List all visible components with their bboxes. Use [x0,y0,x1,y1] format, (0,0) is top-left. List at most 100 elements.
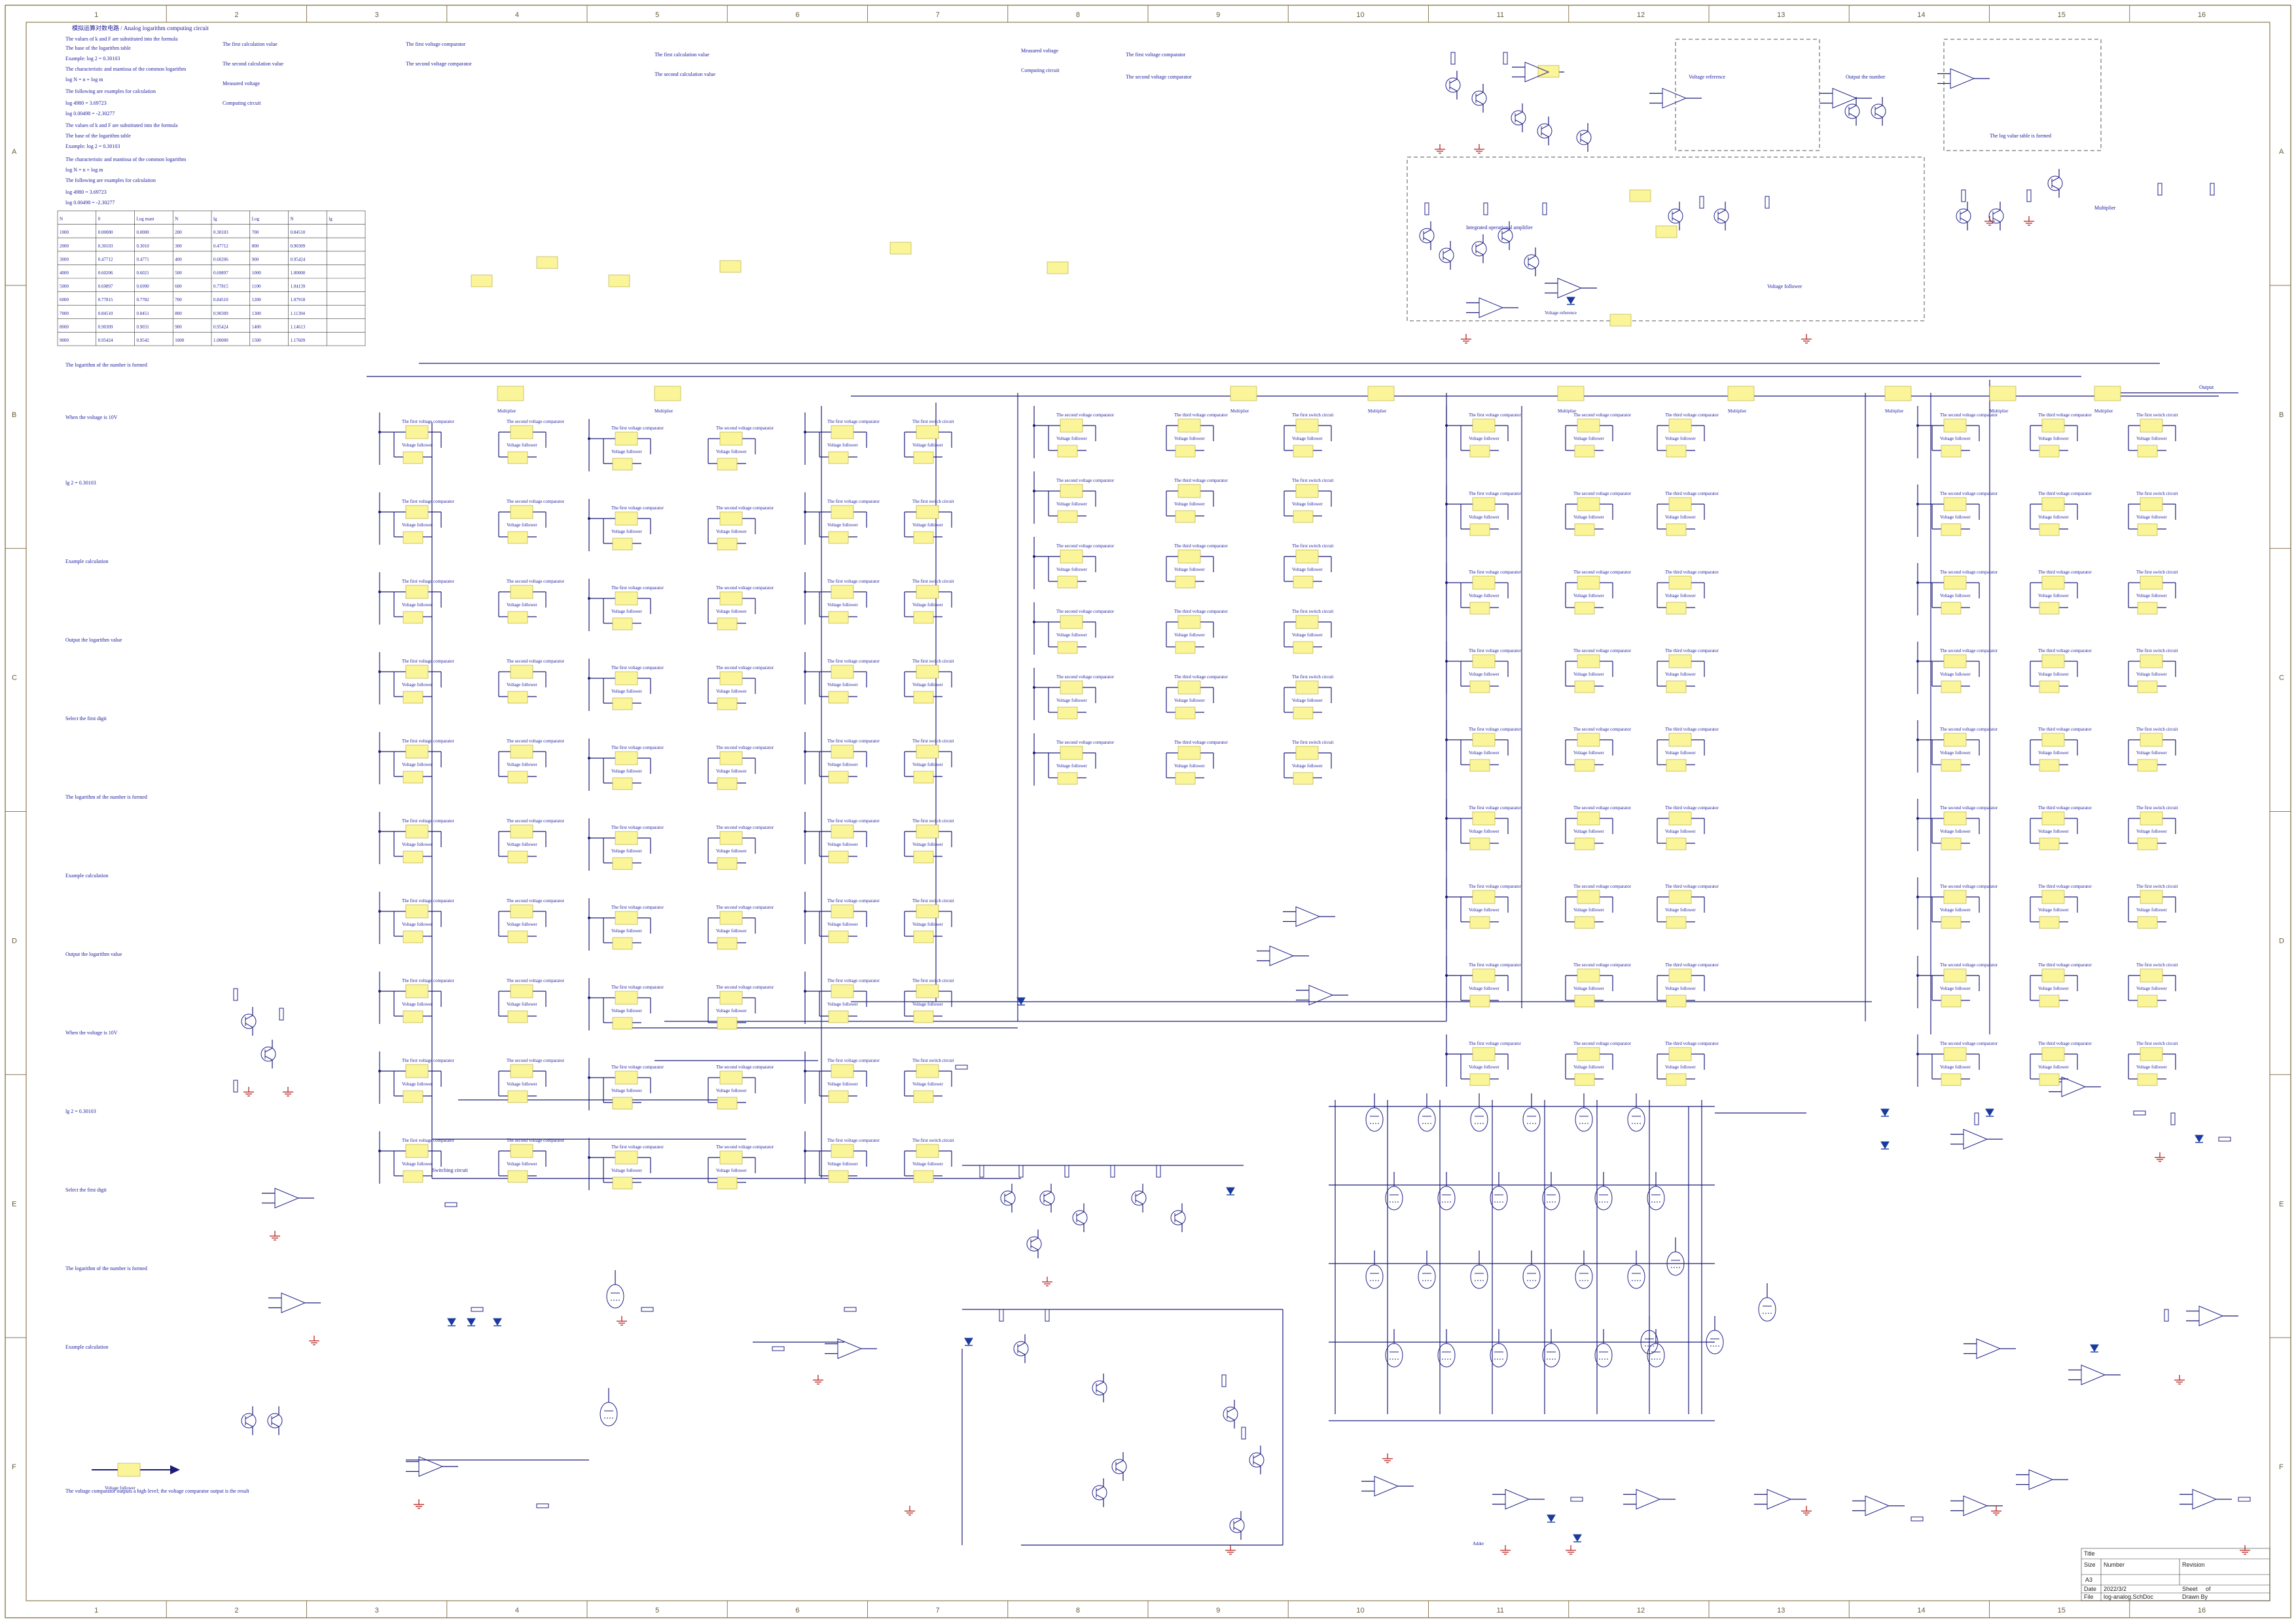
transistor-symbol [1131,1190,1147,1206]
comparator-sublabel: Voltage follower [402,1002,433,1007]
comparator-label: The first switch circuit [912,419,954,424]
comparator-chip [1574,759,1595,772]
comparator-chip [913,531,934,544]
comparator-label: The second voltage comparator [716,905,774,910]
transistor-symbol [1956,208,1971,224]
comparator-sublabel: Voltage follower [1174,763,1205,769]
col-label-top: 4 [515,11,519,19]
note-line-11: Example: log 2 = 0.30103 [65,143,120,149]
vacuum-tube-symbol [1640,1330,1659,1355]
comparator-chip [828,1170,849,1183]
table-cell: 600 [175,284,182,289]
diode-symbol [447,1318,456,1326]
reference-chip [471,274,493,287]
col-label-top: 12 [1637,11,1645,19]
comparator-sublabel: Voltage follower [827,522,858,528]
col-label-top: 5 [655,11,659,19]
comparator-chip [828,1090,849,1103]
col-label-bottom: 3 [375,1607,379,1614]
comparator-sublabel: Voltage follower [1174,436,1205,441]
comparator-label: The first voltage comparator [827,818,880,824]
table-cell: 0.84510 [98,311,113,316]
vacuum-tube-symbol [1522,1107,1541,1132]
comparator-chip [2137,445,2158,458]
table-header: Log mant [137,217,154,222]
vacuum-tube-symbol [1365,1264,1384,1289]
resistor-symbol [955,1065,968,1070]
comparator-chip [913,611,934,624]
comparator-sublabel: Voltage follower [827,762,858,767]
comparator-chip [615,751,638,765]
comparator-sublabel: Voltage follower [1573,986,1604,991]
table-cell: 0.77815 [98,297,113,302]
comparator-chip [403,771,423,784]
top-right-blocks: Voltage reference Output the number The … [1407,39,2116,321]
opamp-symbol [1505,1489,1530,1510]
table-cell: 0.9542 [137,338,150,343]
comparator-label: The first switch circuit [912,579,954,584]
comparator-label: The second voltage comparator [1940,570,1998,575]
table-cell: 0.9031 [137,324,150,329]
comparator-label: The first switch circuit [2136,491,2178,496]
comparator-label: The third voltage comparator [2038,412,2092,418]
comparator-chip [1175,445,1196,458]
comparator-label: The first voltage comparator [611,585,664,591]
comparator-label: The third voltage comparator [1665,884,1719,889]
comparator-label: The second voltage comparator [507,739,565,744]
comparator-chip [1941,1073,1962,1086]
comparator-label: The third voltage comparator [2038,727,2092,732]
comparator-chip [717,1176,738,1190]
comparator-chip [828,691,849,704]
comparator-chip [1574,837,1595,850]
comparator-sublabel: Voltage follower [912,682,943,687]
col-label-bottom: 4 [515,1607,519,1614]
table-cell: 1000 [252,270,262,276]
comparator-chip [717,857,738,870]
comparator-chip [405,665,429,679]
comparator-label: The first voltage comparator [1469,412,1522,418]
comparator-label: The first switch circuit [1292,740,1334,745]
transistor-symbol [1668,208,1683,224]
comparator-chip [1293,772,1314,785]
vacuum-tube-symbol [1575,1107,1593,1132]
comparator-sublabel: Voltage follower [1469,515,1499,520]
comparator-label: The first switch circuit [912,499,954,504]
row-label-left: F [12,1463,16,1471]
comparator-chip [405,585,429,599]
comparator-sublabel: Voltage follower [1940,750,1971,756]
comparator-chip [1666,680,1687,693]
adder-label: Adder [1473,1541,1484,1546]
table-cell: 1500 [252,338,262,343]
mid-note-1: The first calculation value [223,41,278,47]
table-cell: 1100 [252,284,261,289]
comparator-label: The first switch circuit [912,739,954,744]
diode-symbol [1016,997,1026,1005]
comparator-chip [1469,602,1490,615]
transistor-symbol [1471,90,1487,106]
transistor-symbol [1419,228,1435,244]
comparator-label: The first voltage comparator [827,1138,880,1143]
comparator-sublabel: Voltage follower [507,1082,537,1087]
comparator-sublabel: Voltage follower [1665,1065,1696,1070]
table-cell: 0.0000 [137,230,150,235]
comparator-label: The second voltage comparator [1940,884,1998,889]
comparator-chip [1057,510,1078,523]
comparator-label: The second voltage comparator [1573,491,1632,496]
comparator-chip [1057,575,1078,589]
comparator-chip [1472,890,1496,904]
comparator-label: The first switch circuit [912,659,954,664]
comparator-chip [1177,615,1201,629]
comparator-sublabel: Voltage follower [611,1168,642,1173]
row-label-right: C [2279,674,2284,682]
diode-symbol [1226,1187,1235,1195]
comparator-label: The second voltage comparator [507,419,565,424]
comparator-sublabel: Voltage follower [2038,672,2069,677]
comparator-label: The first voltage comparator [611,426,664,431]
comparator-label: The first switch circuit [2136,727,2178,732]
table-header: lg [213,217,217,222]
comparator-sublabel: Voltage follower [1573,515,1604,520]
table-header: N [175,217,178,222]
comparator-chip [1666,994,1687,1008]
comparator-sublabel: Voltage follower [611,529,642,534]
